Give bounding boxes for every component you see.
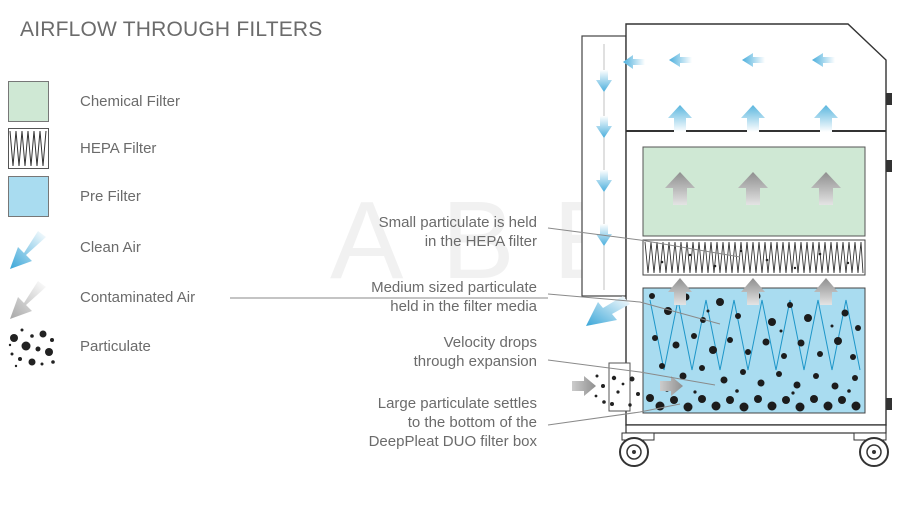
legend-item-chemical-filter: Chemical Filter	[8, 81, 268, 123]
hepa-filter	[642, 239, 866, 276]
caster-wheel-left	[619, 432, 655, 467]
legend-label: Clean Air	[80, 239, 141, 256]
callout-line: Velocity drops	[443, 334, 537, 351]
legend-item-hepa-filter: HEPA Filter	[8, 128, 268, 170]
pre-filter	[642, 287, 866, 414]
callout-filter-media: Medium sized particulate held in the fil…	[371, 278, 537, 316]
callout-line: DeepPleat DUO filter box	[368, 433, 537, 450]
legend-label: HEPA Filter	[80, 140, 157, 157]
callout-velocity: Velocity drops through expansion	[414, 333, 537, 371]
clean-air-arrows-top	[623, 53, 835, 69]
clean-air-outlet-arrow	[586, 296, 630, 326]
callout-line: in the HEPA filter	[424, 233, 537, 250]
hepa-filter-swatch	[8, 128, 49, 169]
clean-air-arrow-icon	[10, 231, 46, 269]
callout-line: Large particulate settles	[377, 395, 537, 412]
particulate-icon	[8, 328, 55, 368]
callout-line: Medium sized particulate	[371, 279, 537, 296]
chemical-filter-swatch	[8, 81, 49, 122]
caster-wheel-right	[853, 432, 889, 467]
callout-hepa: Small particulate is held in the HEPA fi…	[379, 213, 537, 251]
callout-settling: Large particulate settles to the bottom …	[369, 394, 537, 451]
legend-label: Pre Filter	[80, 188, 141, 205]
legend-label: Contaminated Air	[80, 289, 196, 306]
callout-line: to the bottom of the	[407, 414, 537, 431]
callout-line: held in the filter media	[390, 298, 537, 315]
clean-air-arrows-up	[668, 105, 838, 132]
legend-label: Chemical Filter	[80, 93, 181, 110]
callout-line: Small particulate is held	[378, 214, 537, 231]
callout-leaders	[230, 227, 741, 426]
callout-line: through expansion	[413, 353, 537, 370]
legend-item-contaminated-air: Contaminated Air	[8, 277, 268, 319]
legend-label: Particulate	[80, 338, 151, 355]
legend-item-particulate: Particulate	[8, 326, 268, 368]
contaminated-air-arrow-icon	[10, 281, 46, 319]
diagram-title: AIRFLOW THROUGH FILTERS	[20, 18, 323, 41]
pre-filter-swatch	[8, 176, 49, 217]
legend-item-pre-filter: Pre Filter	[8, 176, 268, 218]
inlet-grille	[608, 362, 631, 412]
contaminated-air-arrows	[572, 172, 841, 396]
legend-item-clean-air: Clean Air	[8, 227, 268, 269]
incoming-particulate	[594, 374, 640, 407]
